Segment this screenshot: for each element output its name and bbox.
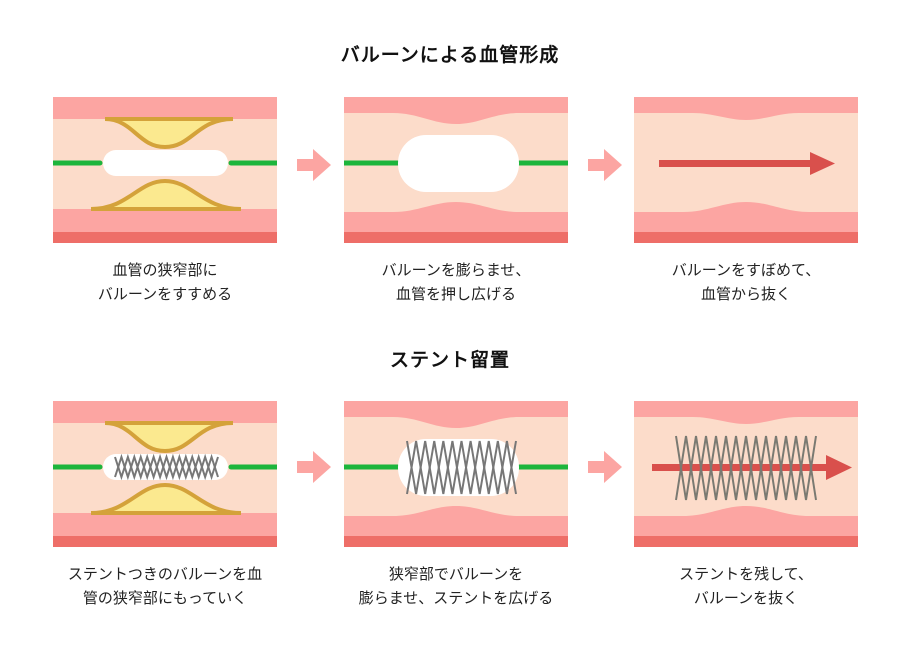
vessel-wall-bottom-dark (53, 232, 277, 243)
panel-balloon-inflate (344, 97, 568, 243)
panel-balloon-withdraw (634, 97, 858, 243)
deflated-balloon (103, 150, 228, 176)
vessel-wall-bottom (53, 513, 277, 537)
inflated-balloon (398, 135, 519, 192)
panel-stent-left (634, 401, 858, 547)
plaque-bottom (90, 482, 242, 515)
step-arrow-icon (588, 149, 622, 181)
vessel-wall-top (634, 401, 858, 424)
caption-step-2: バルーンを膨らませ、 血管を押し広げる (381, 261, 531, 303)
stent-strut (675, 435, 817, 501)
section-title-balloon-angioplasty: バルーンによる血管形成 (340, 44, 560, 66)
plaque-top (104, 117, 234, 150)
caption-step-1: 血管の狭窄部に バルーンをすすめる (97, 261, 233, 303)
vessel-wall-bottom-dark (634, 536, 858, 547)
vessel-wall-top (344, 97, 568, 124)
stent-deployed (675, 435, 817, 501)
step-arrow-icon (297, 149, 331, 181)
stent-expanded (406, 440, 517, 495)
vessel-wall-bottom-dark (344, 536, 568, 547)
vessel-wall-bottom-dark (53, 536, 277, 547)
caption-step-4: ステントつきのバルーンを血 管の狭窄部にもっていく (67, 565, 263, 607)
panel-stent-advance (53, 401, 277, 547)
vessel-wall-bottom (53, 209, 277, 233)
vessel-wall-bottom-dark (344, 232, 568, 243)
caption-step-5: 狭窄部でバルーンを 膨らませ、ステントを広げる (358, 565, 554, 607)
caption-step-3: バルーンをすぼめて、 血管から抜く (671, 261, 821, 303)
withdraw-arrow-icon (659, 152, 835, 175)
section-title-stent-placement: ステント留置 (389, 349, 510, 371)
stent-strut (114, 453, 219, 481)
step-arrow-icon (588, 451, 622, 483)
stent-strut (406, 440, 517, 495)
stent-strut (675, 435, 817, 501)
panel-stent-expand (344, 401, 568, 547)
vessel-wall-top (53, 401, 277, 423)
vessel-wall-top (634, 97, 858, 120)
caption-step-6: ステントを残して、 バルーンを抜く (679, 565, 813, 607)
vessel-wall-bottom-dark (634, 232, 858, 243)
inflated-balloon (398, 439, 519, 496)
vessel-wall-top (53, 97, 277, 119)
plaque-top (104, 421, 234, 454)
plaque-bottom (90, 178, 242, 211)
stent-strut (406, 440, 517, 495)
stent-crimped (114, 453, 219, 481)
withdraw-arrow-icon (652, 455, 852, 480)
stent-strut (114, 453, 219, 481)
step-arrow-icon (297, 451, 331, 483)
panel-balloon-advance (53, 97, 277, 243)
vessel-wall-top (344, 401, 568, 428)
